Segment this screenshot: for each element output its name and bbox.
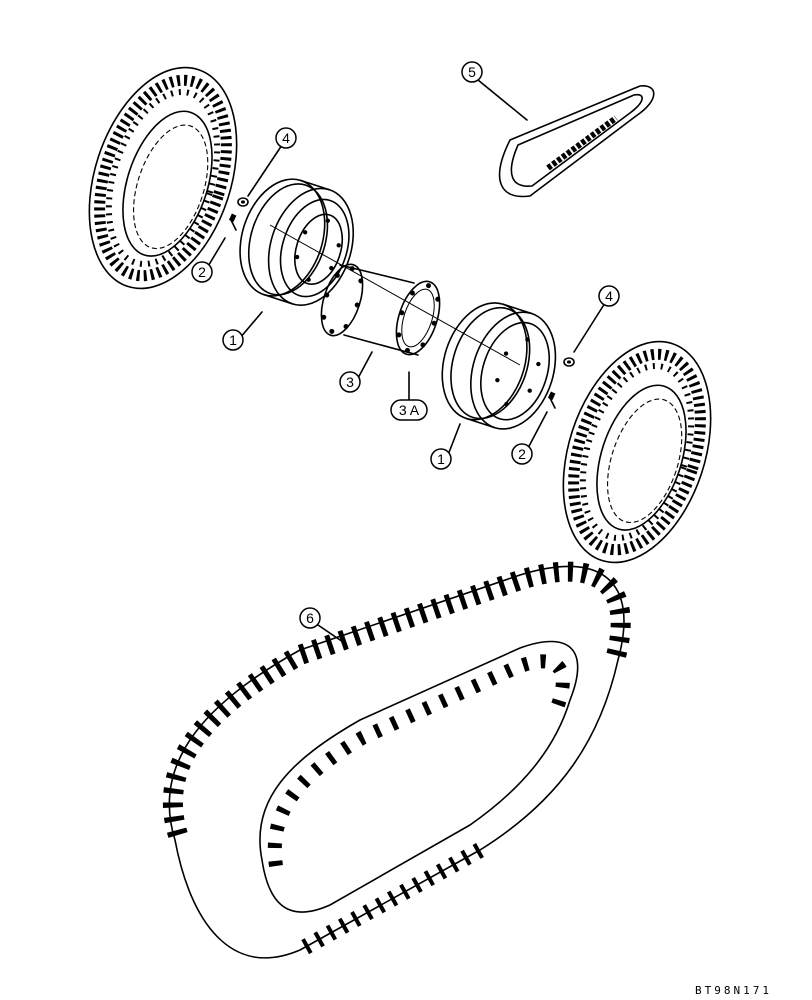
callout-5: 5 [461,61,483,83]
callout-label: 1 [229,332,237,348]
valve-stem-left [228,213,237,231]
left-wheel-rim [239,178,355,306]
valve-stem-right [547,391,556,409]
callout-label: 5 [468,64,476,80]
callout-label: 3 A [399,402,420,418]
callout-label: 2 [518,446,526,462]
callout-2-left: 2 [191,261,213,283]
callout-1-right: 1 [430,448,452,470]
callout-1-left: 1 [222,329,244,351]
callout-label: 2 [198,264,206,280]
nut-left [237,197,249,207]
leader-lines [206,79,606,643]
callout-3: 3 [339,371,361,393]
right-tire [562,340,712,564]
callout-4-left: 4 [275,127,297,149]
drawing-code: BT98N171 [695,984,772,997]
callout-6: 6 [299,607,321,629]
right-wheel-rim [441,302,557,430]
rubber-track [163,561,631,959]
hub-spacer [269,224,521,366]
callout-label: 6 [306,610,314,626]
callout-4-right: 4 [598,285,620,307]
callout-label: 4 [282,130,290,146]
left-tire [88,66,238,290]
drive-belt [498,85,655,198]
nut-right [563,357,575,367]
callout-label: 4 [605,288,613,304]
callout-3a: 3 A [390,399,428,421]
callout-label: 1 [437,451,445,467]
callout-label: 3 [346,374,354,390]
callout-2-right: 2 [511,443,533,465]
